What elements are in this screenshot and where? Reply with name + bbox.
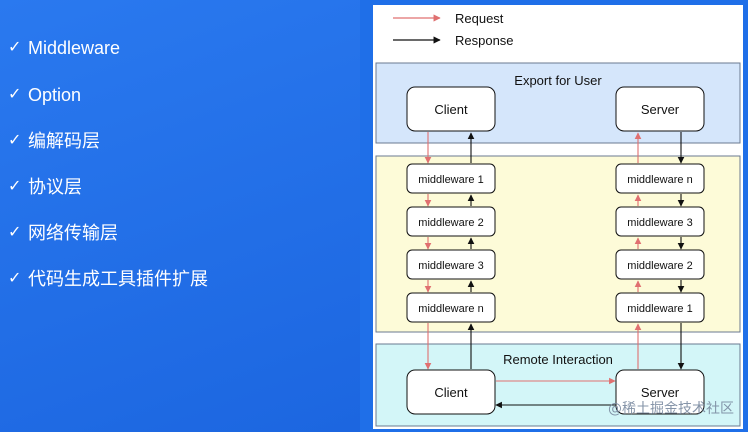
bullet-label: 编解码层 (28, 131, 100, 151)
diagram-canvas: Request Response Export for User Client … (375, 11, 741, 427)
server-middleware-stack: middleware n middleware 3 middleware 2 m… (615, 163, 705, 323)
client-node-top (406, 86, 496, 132)
client-middleware-label: middleware 3 (418, 260, 483, 272)
client-flow-arrows (424, 132, 475, 370)
server-middleware-box (615, 292, 705, 323)
server-middleware-label: middleware n (627, 174, 692, 186)
server-middleware-label: middleware 2 (627, 260, 692, 272)
checkmark-icon: ✓ (8, 132, 22, 149)
bullet-item: ✓ 代码生成工具插件扩展 (8, 268, 208, 290)
remote-section-title: Remote Interaction (503, 352, 613, 367)
legend: Request Response (393, 11, 514, 48)
client-middleware-stack: middleware 1 middleware 2 middleware 3 m… (406, 163, 496, 323)
bullet-item: ✓ 协议层 (8, 176, 82, 198)
bullet-item: ✓ 网络传输层 (8, 222, 118, 244)
server-middleware-box (615, 206, 705, 237)
checkmark-icon: ✓ (8, 39, 22, 56)
checkmark-icon: ✓ (8, 86, 22, 103)
client-middleware-label: middleware n (418, 303, 483, 315)
bullet-label: Middleware (28, 38, 121, 58)
export-section-title: Export for User (514, 73, 602, 88)
client-middleware-label: middleware 1 (418, 174, 483, 186)
bullet-item: ✓ 编解码层 (8, 130, 100, 152)
server-middleware-label: middleware 3 (627, 217, 692, 229)
checkmark-icon: ✓ (8, 270, 22, 287)
server-node-top (615, 86, 705, 132)
server-node-bottom (615, 369, 705, 415)
client-node-bottom (406, 369, 496, 415)
bullet-label: Option (28, 85, 82, 105)
client-node-top-label: Client (434, 102, 468, 117)
server-middleware-box (615, 249, 705, 280)
legend-response-label: Response (455, 33, 514, 48)
client-middleware-label: middleware 2 (418, 217, 483, 229)
server-node-top-label: Server (641, 102, 680, 117)
client-middleware-box (406, 206, 496, 237)
bullet-item: ✓ Option (8, 84, 81, 106)
client-middleware-box (406, 292, 496, 323)
checkmark-icon: ✓ (8, 178, 22, 195)
server-middleware-label: middleware 1 (627, 303, 692, 315)
server-node-bottom-label: Server (641, 385, 680, 400)
checkmark-icon: ✓ (8, 224, 22, 241)
client-node-bottom-label: Client (434, 385, 468, 400)
bullet-label: 协议层 (28, 177, 82, 197)
watermark: @稀土掘金技术社区 (608, 401, 734, 417)
server-middleware-box (615, 163, 705, 194)
bullet-label: 代码生成工具插件扩展 (28, 269, 208, 289)
client-middleware-box (406, 249, 496, 280)
server-flow-arrows (634, 132, 685, 370)
bullet-item: ✓ Middleware (8, 37, 120, 59)
architecture-diagram: Request Response Export for User Client … (373, 5, 743, 429)
bullet-label: 网络传输层 (28, 223, 118, 243)
bullet-list-panel: ✓ Middleware ✓ Option ✓ 编解码层 ✓ 协议层 ✓ 网络传… (0, 0, 360, 432)
client-middleware-box (406, 163, 496, 194)
legend-request-label: Request (455, 11, 504, 26)
